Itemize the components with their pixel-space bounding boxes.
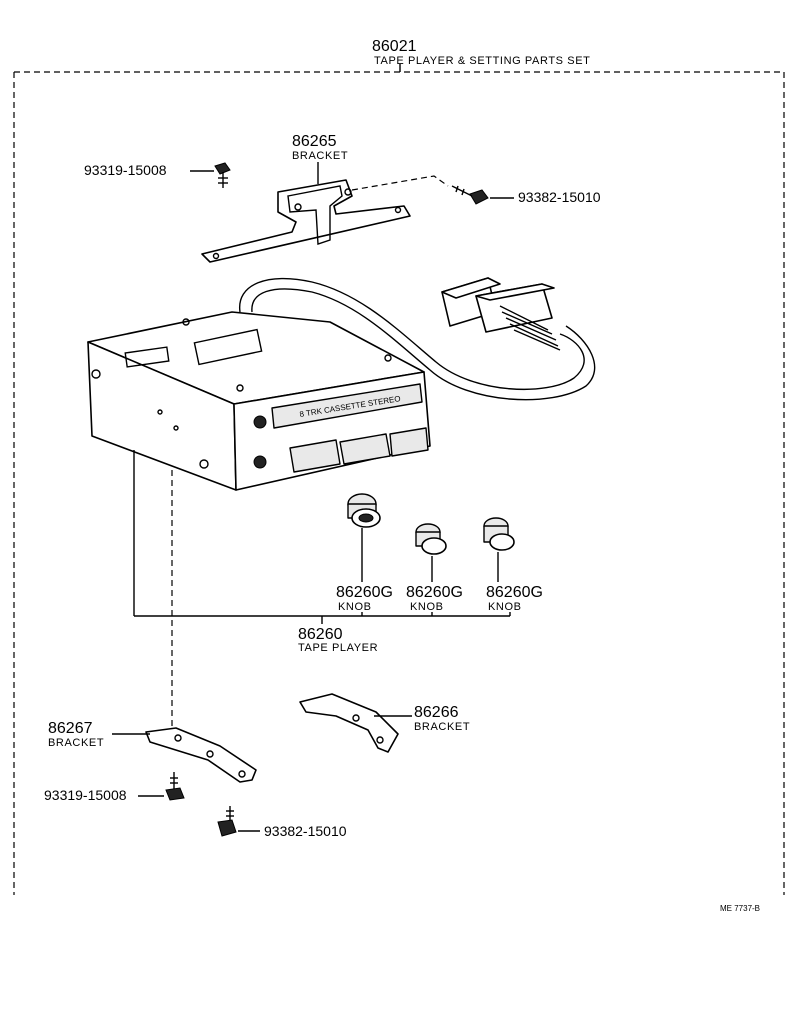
right-bracket-label: BRACKET xyxy=(414,721,470,733)
bolt-icon xyxy=(214,162,231,188)
top-bracket-number: 86265 xyxy=(292,133,337,150)
knob-3-label: KNOB xyxy=(488,601,522,613)
right-bracket-number: 86266 xyxy=(414,704,459,721)
knob-icon xyxy=(347,493,381,528)
left-bracket-label: BRACKET xyxy=(48,737,104,749)
knob-3-number: 86260G xyxy=(486,584,543,601)
connector xyxy=(441,277,561,351)
top-bracket-label: BRACKET xyxy=(292,150,348,162)
knob-1-number: 86260G xyxy=(336,584,393,601)
wire-harness xyxy=(239,277,596,401)
screw-icon xyxy=(217,806,237,837)
screw-bottom-number: 93382-15010 xyxy=(264,823,347,839)
screw-top-right-number: 93382-15010 xyxy=(518,189,601,205)
set-boundary xyxy=(13,64,785,895)
bolt-top-left-number: 93319-15008 xyxy=(84,162,167,178)
bolt-icon xyxy=(165,772,185,801)
tape-player-number: 86260 xyxy=(298,626,343,643)
knob-2-number: 86260G xyxy=(406,584,463,601)
tape-player-unit: 8 TRK CASSETTE STEREO xyxy=(87,311,431,491)
left-bracket xyxy=(145,727,257,783)
right-bracket xyxy=(299,693,399,753)
knob-1-label: KNOB xyxy=(338,601,372,613)
left-bracket-number: 86267 xyxy=(48,720,93,737)
knob-2-label: KNOB xyxy=(410,601,444,613)
tape-player-label: TAPE PLAYER xyxy=(298,642,378,654)
top-bracket xyxy=(201,179,411,263)
set-label: TAPE PLAYER & SETTING PARTS SET xyxy=(374,55,590,67)
knob-icon xyxy=(415,523,447,555)
screw-icon xyxy=(451,185,489,205)
bolt-bottom-number: 93319-15008 xyxy=(44,787,127,803)
drawing-code: ME 7737-B xyxy=(720,904,760,913)
set-number: 86021 xyxy=(372,38,417,55)
knob-icon xyxy=(483,517,515,551)
